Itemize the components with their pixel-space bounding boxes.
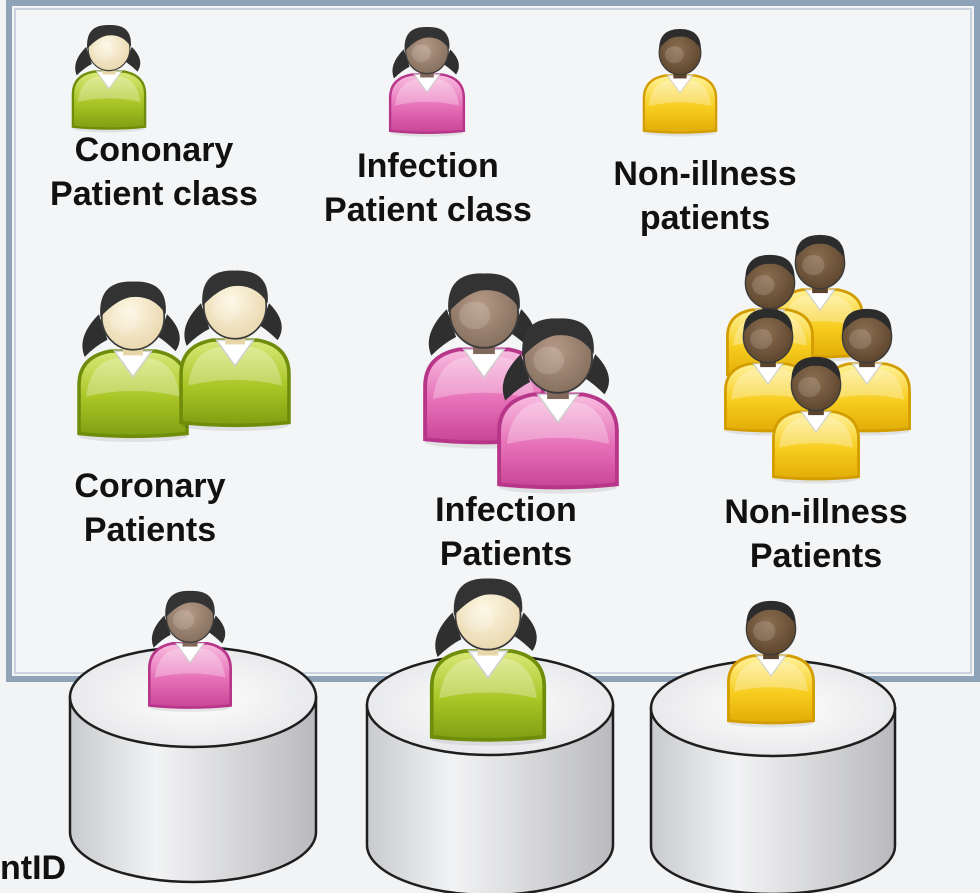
group-label-nonillness: Non-illness Patients [706,490,926,578]
class-label-infection-line2: Patient class [324,191,532,229]
nonillness-patient-5 [772,356,860,484]
database-patient-icons [148,578,815,746]
coronary-patient-1 [77,281,189,443]
class-icon-nonillness [642,29,718,137]
people-icons [71,25,911,494]
class-label-nonillness: Non-illness patients [590,152,820,240]
group-label-infection: Infection Patients [396,488,616,576]
class-label-coronary-line2: Patient class [50,175,258,213]
class-label-nonillness-line1: Non-illness [613,155,797,193]
group-label-nonillness-line2: Patients [749,537,883,575]
bottom-left-text: ntID [0,849,67,887]
group-label-infection-line1: Infection [435,491,577,529]
group-label-infection-line2: Patients [439,535,573,573]
class-label-nonillness-line2: patients [639,199,771,237]
class-icon-coronary [71,25,147,133]
db-patient-coronary [429,578,547,746]
class-label-coronary: Cononary Patient class [40,128,268,216]
db-patient-nonillness [727,600,815,728]
class-label-infection: Infection Patient class [314,144,542,232]
group-label-coronary-line1: Coronary [74,467,226,505]
class-label-coronary-line1: Cononary [74,131,234,169]
group-label-coronary: Coronary Patients [40,464,260,552]
coronary-patient-2 [179,270,291,432]
class-icon-infection [388,26,466,137]
infection-patient-2 [497,318,619,494]
db-patient-infection [148,590,232,712]
group-label-nonillness-line1: Non-illness [724,493,908,531]
group-label-coronary-line2: Patients [83,511,217,549]
class-label-infection-line1: Infection [357,147,499,185]
